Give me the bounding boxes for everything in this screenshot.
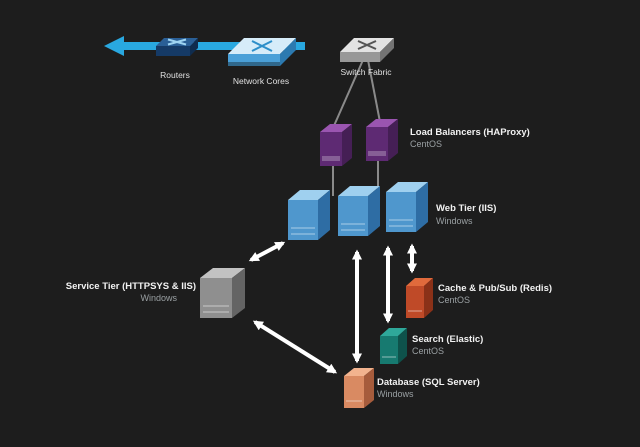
fabric-cross-icon bbox=[357, 40, 377, 50]
web-tier-node: Web Tier (IIS) Windows bbox=[288, 182, 496, 240]
search-os: CentOS bbox=[412, 346, 444, 356]
routers-node: Routers bbox=[156, 38, 198, 80]
connector-lines bbox=[332, 59, 381, 196]
web3-side bbox=[416, 182, 428, 232]
lb1-band bbox=[322, 156, 340, 161]
network-cores-label: Network Cores bbox=[233, 76, 289, 86]
cache-front bbox=[406, 286, 424, 318]
lb1-side bbox=[342, 124, 352, 166]
lb1-front bbox=[320, 132, 342, 166]
switch-fabric-label: Switch Fabric bbox=[340, 67, 392, 77]
service-tier-label: Service Tier (HTTPSYS & IIS) bbox=[66, 281, 196, 292]
web2-top bbox=[338, 186, 380, 196]
fabric-to-lb2-line bbox=[367, 59, 381, 123]
search-elastic-node: Search (Elastic) CentOS bbox=[380, 328, 483, 364]
web-tier-label: Web Tier (IIS) bbox=[436, 203, 496, 214]
db-side bbox=[364, 368, 374, 408]
cores-cross-icon bbox=[251, 40, 273, 52]
web3-front bbox=[386, 192, 416, 232]
database-os: Windows bbox=[377, 389, 414, 399]
search-front bbox=[380, 336, 398, 364]
web2-side bbox=[368, 186, 380, 236]
flow-arrows bbox=[248, 241, 417, 374]
router-cross-icon bbox=[167, 38, 187, 46]
web1-front bbox=[288, 200, 318, 240]
web2-front bbox=[338, 196, 368, 236]
lb2-front bbox=[366, 127, 388, 161]
load-balancers-label: Load Balancers (HAProxy) bbox=[410, 127, 530, 138]
cache-side bbox=[424, 278, 433, 318]
arrow-service-database bbox=[252, 320, 338, 374]
switch-fabric-node: Switch Fabric bbox=[340, 38, 394, 77]
network-cores-node: Network Cores bbox=[228, 38, 296, 86]
web-tier-os: Windows bbox=[436, 216, 473, 226]
database-node: Database (SQL Server) Windows bbox=[344, 368, 480, 408]
fabric-to-lb1-line bbox=[332, 59, 364, 129]
lb1-top bbox=[320, 124, 352, 132]
web3-top bbox=[386, 182, 428, 192]
cores-box-side bbox=[280, 38, 296, 66]
lb2-side bbox=[388, 119, 398, 161]
cache-label: Cache & Pub/Sub (Redis) bbox=[438, 283, 552, 294]
service-front bbox=[200, 278, 232, 318]
router-box-front bbox=[156, 46, 190, 56]
web1-side bbox=[318, 190, 330, 240]
fabric-box-side bbox=[380, 38, 394, 62]
lb2-top bbox=[366, 119, 398, 127]
router-box-side bbox=[190, 38, 198, 56]
load-balancers-os: CentOS bbox=[410, 139, 442, 149]
fabric-box-front bbox=[340, 52, 380, 62]
db-front bbox=[344, 376, 364, 408]
load-balancers-node: Load Balancers (HAProxy) CentOS bbox=[320, 119, 530, 166]
arrow-service-web bbox=[248, 241, 286, 262]
cache-redis-node: Cache & Pub/Sub (Redis) CentOS bbox=[406, 278, 552, 318]
service-top bbox=[200, 268, 245, 278]
search-label: Search (Elastic) bbox=[412, 334, 483, 345]
service-side bbox=[232, 268, 245, 318]
search-side bbox=[398, 328, 407, 364]
database-label: Database (SQL Server) bbox=[377, 377, 480, 388]
web1-top bbox=[288, 190, 330, 200]
cache-os: CentOS bbox=[438, 295, 470, 305]
cores-base bbox=[228, 62, 280, 66]
service-tier-os: Windows bbox=[140, 293, 177, 303]
service-tier-node: Service Tier (HTTPSYS & IIS) Windows bbox=[66, 268, 245, 318]
lb2-band bbox=[368, 151, 386, 156]
cores-box-front bbox=[228, 54, 280, 66]
routers-label: Routers bbox=[160, 70, 190, 80]
